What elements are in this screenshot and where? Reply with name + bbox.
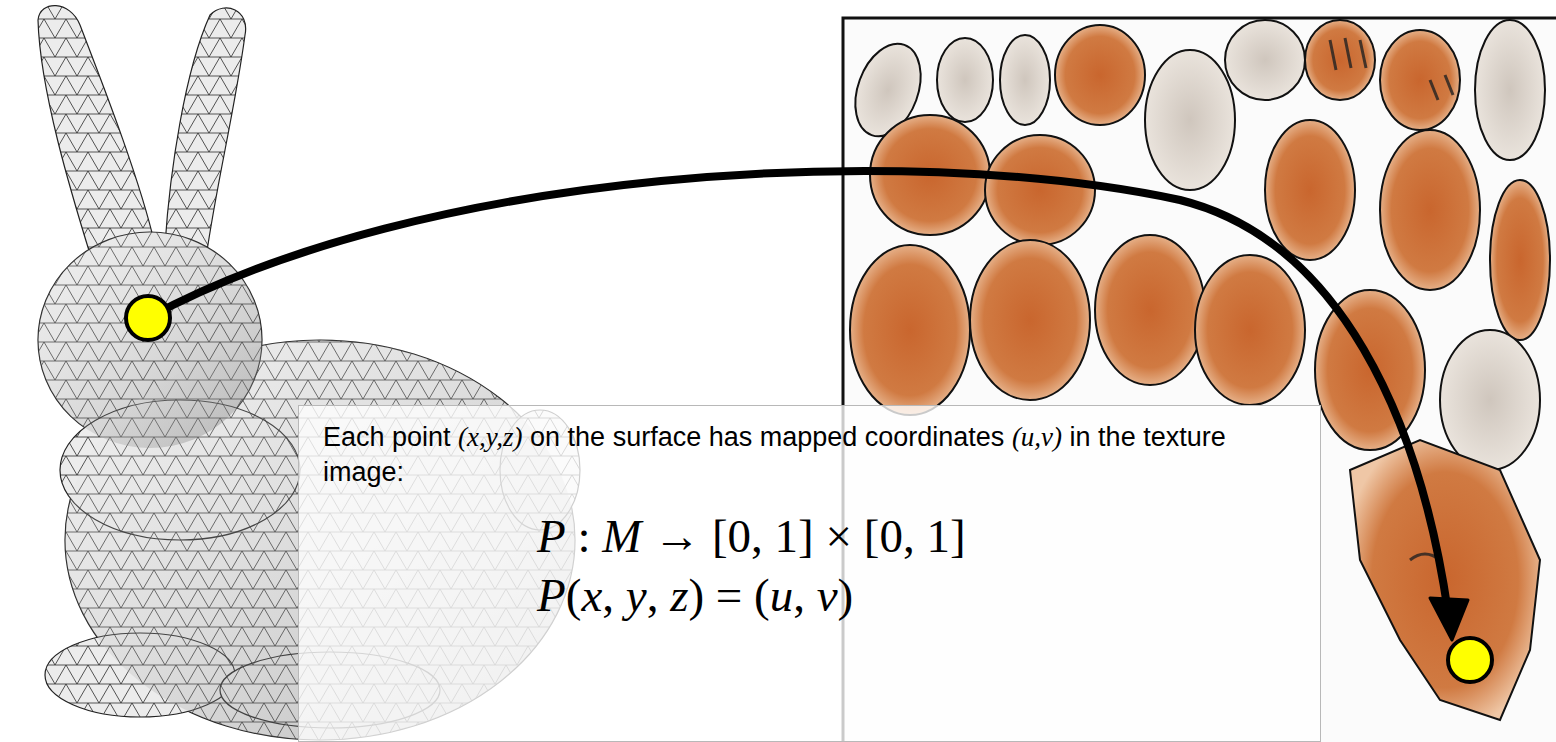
texture-point xyxy=(1448,638,1492,682)
formula-text: P : M → [0, 1] × [0, 1] xyxy=(537,508,1320,564)
formula-text: P(x, y, z) = (u, v) xyxy=(537,567,1320,623)
caption-box: Each point (x,y,z) on the surface has ma… xyxy=(298,405,1321,742)
caption-text: Each point (x,y,z) on the surface has ma… xyxy=(323,420,1273,490)
surface-point xyxy=(126,296,170,340)
